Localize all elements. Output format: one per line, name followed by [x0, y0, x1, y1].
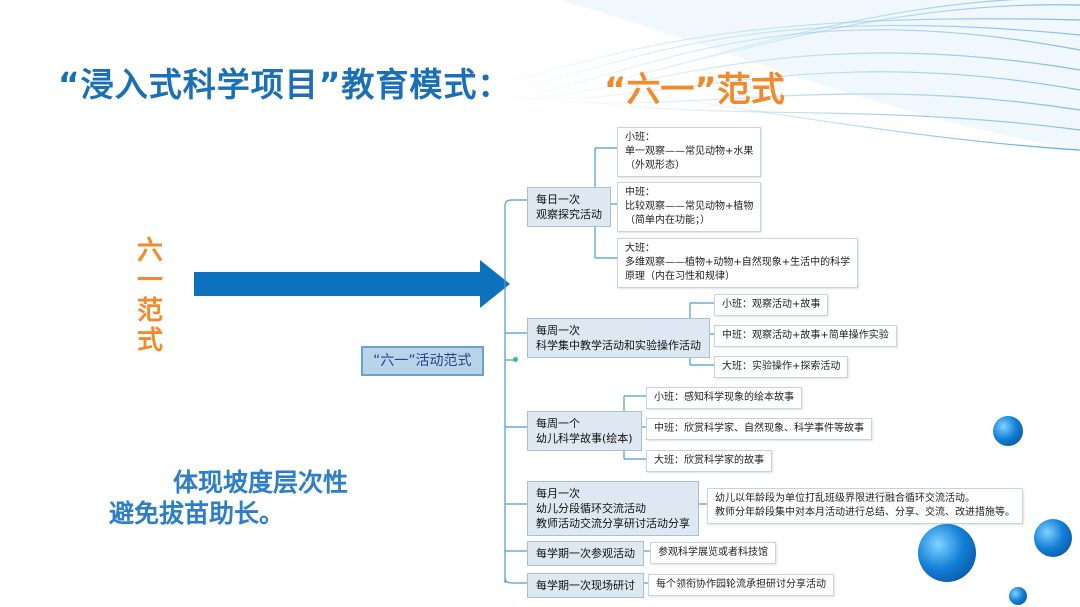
- page-subtitle: “六一”范式: [604, 70, 785, 110]
- leaf-middle-class[interactable]: 中班：观察活动+故事+简单操作实验: [714, 325, 897, 347]
- leaf-large-class[interactable]: 大班： 多维观察——植物+动物+自然现象+生活中的科学 原理（内在习性和规律）: [617, 238, 859, 288]
- arrow-icon: [194, 260, 510, 308]
- vertical-char: 一: [136, 266, 163, 296]
- vertical-char: 式: [136, 326, 163, 356]
- vertical-char: 范: [136, 296, 163, 326]
- leaf-monthly-detail[interactable]: 幼儿以年龄段为单位打乱班级界限进行融合循环交流活动。 教师分年龄段集中对本月活动…: [707, 488, 1023, 524]
- branch-monthly-exchange[interactable]: 每月一次 幼儿分段循环交流活动 教师活动交流分享研讨活动分享: [527, 481, 699, 536]
- leaf-middle-class[interactable]: 中班：欣赏科学家、自然现象、科学事件等故事: [646, 418, 872, 440]
- leaf-large-class[interactable]: 大班：欣赏科学家的故事: [646, 450, 772, 472]
- vertical-char: 六: [136, 236, 163, 266]
- page-title: “浸入式科学项目”教育模式：: [58, 65, 512, 104]
- leaf-small-class[interactable]: 小班： 单一观察——常见动物+水果 （外观形态）: [617, 127, 762, 177]
- leaf-small-class[interactable]: 小班：观察活动+故事: [714, 294, 829, 316]
- leaf-visit-detail[interactable]: 参观科学展览或者科技馆: [650, 542, 776, 564]
- vertical-label: 六 一 范 式: [135, 236, 165, 356]
- connector-dot: [513, 357, 518, 362]
- leaf-seminar-detail[interactable]: 每个领衔协作园轮流承担研讨分享活动: [648, 574, 834, 596]
- slogan-line-2: 避免拔苗助长。: [109, 499, 285, 528]
- branch-weekly-story[interactable]: 每周一个 幼儿科学故事(绘本): [527, 411, 642, 451]
- branch-daily-observation[interactable]: 每日一次 观察探究活动: [527, 187, 611, 227]
- branch-weekly-teaching[interactable]: 每周一次 科学集中教学活动和实验操作活动: [527, 318, 710, 358]
- leaf-large-class[interactable]: 大班：实验操作+探索活动: [714, 356, 849, 378]
- branch-term-seminar[interactable]: 每学期一次现场研讨: [527, 573, 644, 598]
- leaf-middle-class[interactable]: 中班： 比较观察——常见动物+植物 （简单内在功能；）: [617, 182, 762, 232]
- branch-term-visit[interactable]: 每学期一次参观活动: [527, 541, 644, 566]
- slogan-line-1: 体现坡度层次性: [173, 468, 349, 497]
- mindmap-root[interactable]: “六一”活动范式: [361, 346, 484, 376]
- leaf-small-class[interactable]: 小班：感知科学现象的绘本故事: [646, 387, 802, 409]
